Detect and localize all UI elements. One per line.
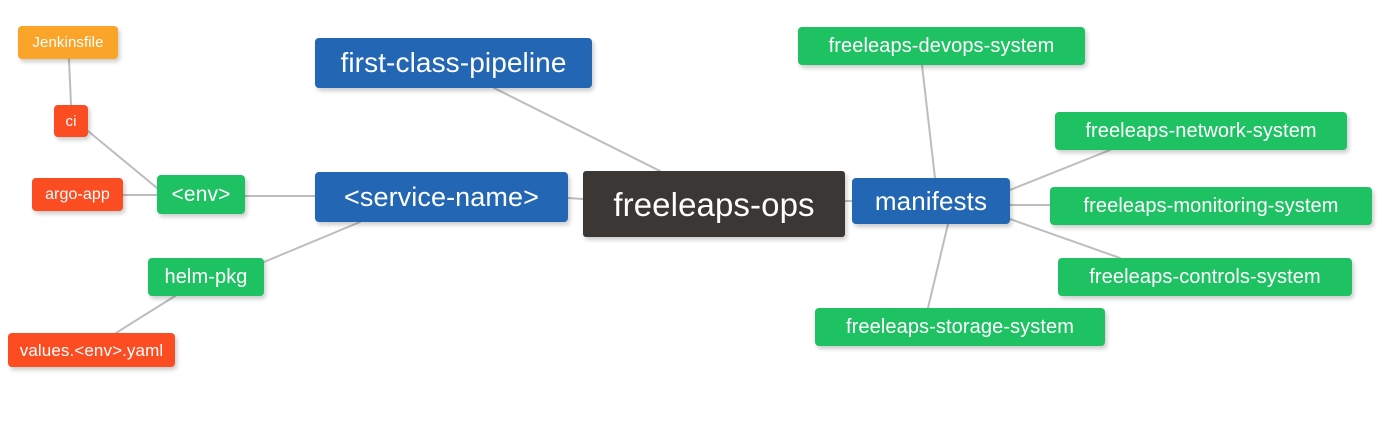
edge-service-name-to-helm-pkg — [263, 221, 361, 263]
edge-jenkinsfile-to-ci — [68, 58, 72, 106]
node-label: Jenkinsfile — [32, 34, 104, 51]
node-helm-pkg[interactable]: helm-pkg — [148, 258, 264, 296]
node-label: freeleaps-network-system — [1085, 120, 1317, 142]
node-argo-app[interactable]: argo-app — [32, 178, 123, 211]
node-first-class-pipeline[interactable]: first-class-pipeline — [315, 38, 592, 88]
node-label: <env> — [171, 183, 231, 206]
node-env[interactable]: <env> — [157, 175, 245, 214]
edge-manifests-to-freeleaps-storage-system — [927, 223, 949, 309]
node-label: freeleaps-monitoring-system — [1083, 195, 1339, 217]
node-freeleaps-controls-system[interactable]: freeleaps-controls-system — [1058, 258, 1352, 296]
node-label: <service-name> — [344, 181, 539, 212]
node-label: freeleaps-storage-system — [845, 316, 1075, 338]
node-values-env-yaml[interactable]: values.<env>.yaml — [8, 333, 175, 367]
node-label: values.<env>.yaml — [19, 340, 164, 360]
node-label: freeleaps-ops — [613, 185, 815, 223]
edge-first-class-pipeline-to-freeleaps-ops — [493, 87, 661, 172]
node-freeleaps-storage-system[interactable]: freeleaps-storage-system — [815, 308, 1105, 346]
node-freeleaps-ops[interactable]: freeleaps-ops — [583, 171, 845, 237]
node-label: helm-pkg — [164, 266, 248, 288]
edge-manifests-to-freeleaps-network-system — [1009, 149, 1111, 191]
edge-service-name-to-freeleaps-ops — [567, 197, 584, 200]
node-service-name[interactable]: <service-name> — [315, 172, 568, 222]
node-jenkinsfile[interactable]: Jenkinsfile — [18, 26, 118, 59]
node-label: ci — [65, 112, 77, 130]
edge-manifests-to-freeleaps-devops-system — [921, 64, 936, 179]
node-manifests[interactable]: manifests — [852, 178, 1010, 224]
node-freeleaps-network-system[interactable]: freeleaps-network-system — [1055, 112, 1347, 150]
node-ci[interactable]: ci — [54, 105, 88, 137]
edge-helm-pkg-to-values-env-yaml — [115, 295, 176, 334]
node-label: manifests — [874, 186, 988, 216]
node-freeleaps-monitoring-system[interactable]: freeleaps-monitoring-system — [1050, 187, 1372, 225]
node-label: argo-app — [45, 185, 110, 203]
node-label: freeleaps-devops-system — [828, 35, 1055, 57]
node-label: freeleaps-controls-system — [1089, 266, 1321, 288]
node-label: first-class-pipeline — [340, 47, 567, 78]
node-freeleaps-devops-system[interactable]: freeleaps-devops-system — [798, 27, 1085, 65]
